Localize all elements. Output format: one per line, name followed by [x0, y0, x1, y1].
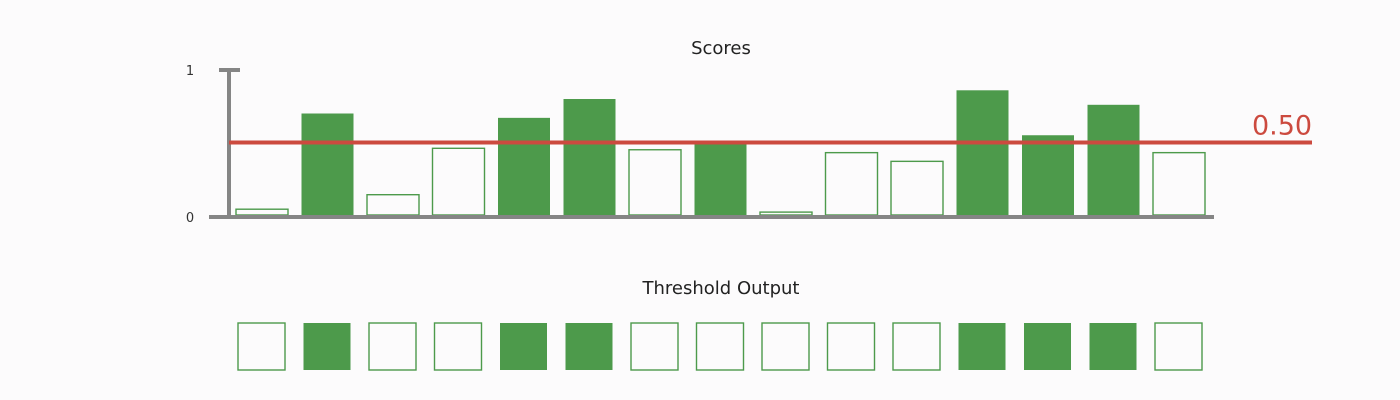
bar-2	[301, 113, 354, 215]
output-cell-12	[958, 323, 1006, 370]
output-cell-5	[500, 323, 547, 370]
threshold-label: 0.50	[1252, 111, 1312, 142]
bar-6	[563, 99, 616, 215]
output-cell-group	[237, 322, 1203, 371]
output-cell-6	[565, 323, 613, 370]
bar-3	[366, 193, 420, 216]
output-cell-4	[433, 322, 483, 371]
output-cell-3	[368, 322, 417, 371]
bar-14	[1087, 104, 1140, 215]
bar-8	[694, 142, 747, 215]
bar-5	[498, 117, 550, 215]
output-cell-10	[826, 322, 876, 371]
output-cell-1	[237, 322, 286, 371]
bar-9	[759, 211, 813, 216]
output-cell-14	[1089, 323, 1137, 370]
bar-group	[235, 90, 1206, 216]
y-tick-label-max: 1	[186, 64, 194, 79]
output-cell-9	[761, 322, 810, 371]
bar-1	[235, 208, 289, 216]
output-cell-2	[303, 323, 351, 370]
bar-4	[431, 147, 486, 216]
bar-15	[1152, 151, 1206, 216]
bar-13	[1022, 135, 1074, 215]
bar-7	[628, 149, 682, 216]
bar-11	[890, 160, 944, 216]
output-cell-7	[630, 322, 679, 371]
bar-10	[824, 151, 879, 216]
output-cell-13	[1024, 323, 1071, 370]
chart-title: Scores	[691, 38, 751, 59]
y-tick-label-min: 0	[186, 211, 194, 226]
bar-12	[956, 90, 1009, 215]
output-cell-11	[892, 322, 941, 371]
output-cell-8	[695, 322, 745, 371]
output-title: Threshold Output	[642, 278, 800, 299]
output-cell-15	[1154, 322, 1203, 371]
